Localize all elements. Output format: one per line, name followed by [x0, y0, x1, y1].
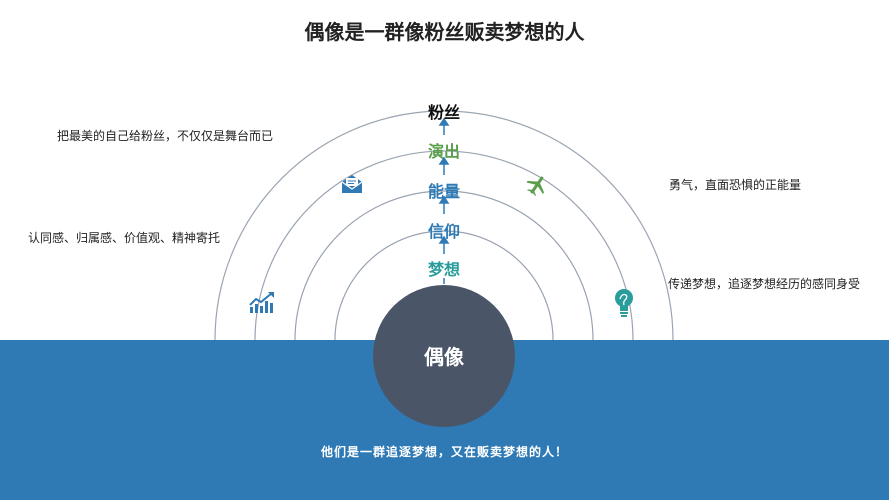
level-energy: 能量: [427, 182, 460, 201]
level-dream: 梦想: [427, 260, 460, 279]
note-right-mid: 传递梦想，追逐梦想经历的感同身受: [668, 277, 861, 291]
note-left-top: 把最美的自己给粉丝，不仅仅是舞台而已: [57, 129, 274, 143]
mail-icon: [341, 175, 363, 193]
note-left-mid: 认同感、归属感、价值观、精神寄托: [28, 231, 221, 245]
note-right-top: 勇气，直面恐惧的正能量: [669, 178, 802, 192]
level-fans: 粉丝: [427, 103, 460, 122]
chart-up-icon: [249, 292, 274, 313]
airplane-icon: [526, 176, 545, 196]
core-label: 偶像: [424, 345, 464, 369]
level-show: 演出: [427, 142, 460, 161]
level-faith: 信仰: [427, 222, 460, 241]
lightbulb-icon: [615, 289, 633, 317]
page-title: 偶像是一群像粉丝贩卖梦想的人: [304, 20, 585, 44]
core-circle: [373, 285, 515, 427]
footer-caption: 他们是一群追逐梦想，又在贩卖梦想的人！: [320, 445, 568, 459]
